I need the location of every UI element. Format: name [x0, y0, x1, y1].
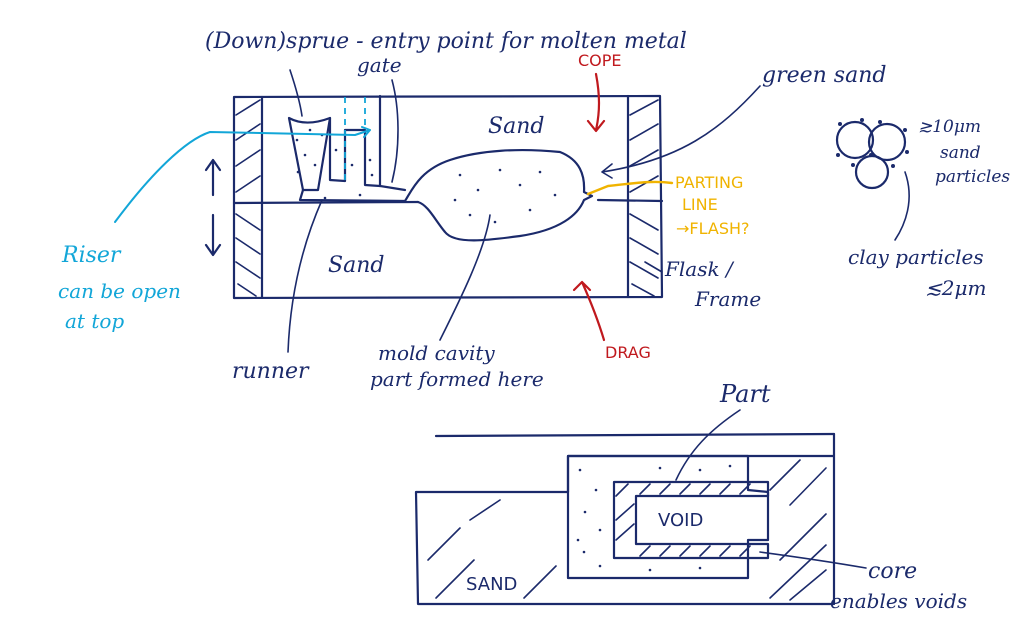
mold-cavity-label-2: part formed here: [370, 367, 544, 391]
mold-cavity-label-1: mold cavity: [378, 341, 495, 365]
sand-particles-sketch: [835, 118, 909, 190]
sprue-leader: [289, 69, 303, 117]
drag-label: DRAG: [605, 343, 651, 362]
core-diagram: [414, 432, 836, 606]
part-cavity: [566, 454, 770, 580]
core-label-1: core: [868, 559, 917, 584]
parting-line-label-2: LINE: [682, 195, 718, 214]
flask-outline: [232, 94, 664, 300]
sand-particles-label-2: particles: [935, 167, 1010, 187]
clay-size-label: ≲2μm: [925, 276, 986, 300]
parting-line-leader: [586, 180, 674, 196]
up-down-arrow-icon: [204, 158, 222, 257]
runner-leader: [287, 199, 323, 353]
sand-particles-label-1: sand: [940, 143, 981, 163]
clay-particle-dots: [836, 118, 909, 168]
part-speckles: [576, 464, 732, 572]
green-sand-leader: [601, 85, 761, 179]
part-label: Part: [719, 380, 771, 408]
top-sand-line: [434, 432, 836, 438]
core-leader: [759, 551, 867, 569]
void-label: VOID: [658, 510, 703, 531]
runner-label: runner: [232, 359, 310, 384]
gate-channel: [378, 184, 407, 192]
flask-right-wall: [626, 94, 659, 299]
cope-arrow-icon: [586, 72, 606, 133]
sand-top-label: Sand: [488, 114, 544, 139]
parting-line-label-1: PARTING: [675, 173, 743, 192]
gate-leader: [391, 79, 399, 183]
sprue-channel: [287, 116, 332, 192]
molten-metal-speckles: [295, 128, 557, 224]
sand-lower-label: SAND: [466, 574, 517, 595]
riser-label-2: can be open: [58, 279, 181, 303]
sand-hatching: [427, 459, 827, 601]
parting-line-label-3: →FLASH?: [676, 219, 750, 238]
gate-label: gate: [357, 53, 402, 77]
clay-leader: [894, 171, 910, 241]
green-sand-label: green sand: [762, 63, 886, 88]
riser-label-3: at top: [65, 309, 124, 333]
sand-particle-size-label: ≳10μm: [918, 117, 981, 137]
flask-leader: [644, 261, 663, 273]
riser-leader: [114, 126, 371, 223]
mold-cavity-leader: [439, 214, 491, 341]
mold-assembly: [204, 94, 664, 300]
core-hatching: [615, 483, 751, 557]
riser-label-1: Riser: [61, 243, 122, 268]
riser-walls: [328, 94, 382, 188]
core-label-2: enables voids: [830, 589, 967, 613]
cope-label: COPE: [578, 51, 622, 70]
sand-bottom-label: Sand: [328, 253, 384, 278]
flask-label-1: Flask /: [664, 257, 735, 281]
flask-left-wall: [235, 95, 264, 299]
drag-arrow-icon: [572, 280, 606, 342]
part-leader: [675, 409, 741, 481]
sprue-label: (Down)sprue - entry point for molten met…: [205, 29, 687, 54]
clay-particles-label: clay particles: [848, 245, 984, 269]
flask-label-2: Frame: [694, 287, 761, 311]
mold-cavity: [298, 149, 594, 242]
core-shell: [612, 480, 770, 560]
parting-line: [232, 198, 664, 205]
